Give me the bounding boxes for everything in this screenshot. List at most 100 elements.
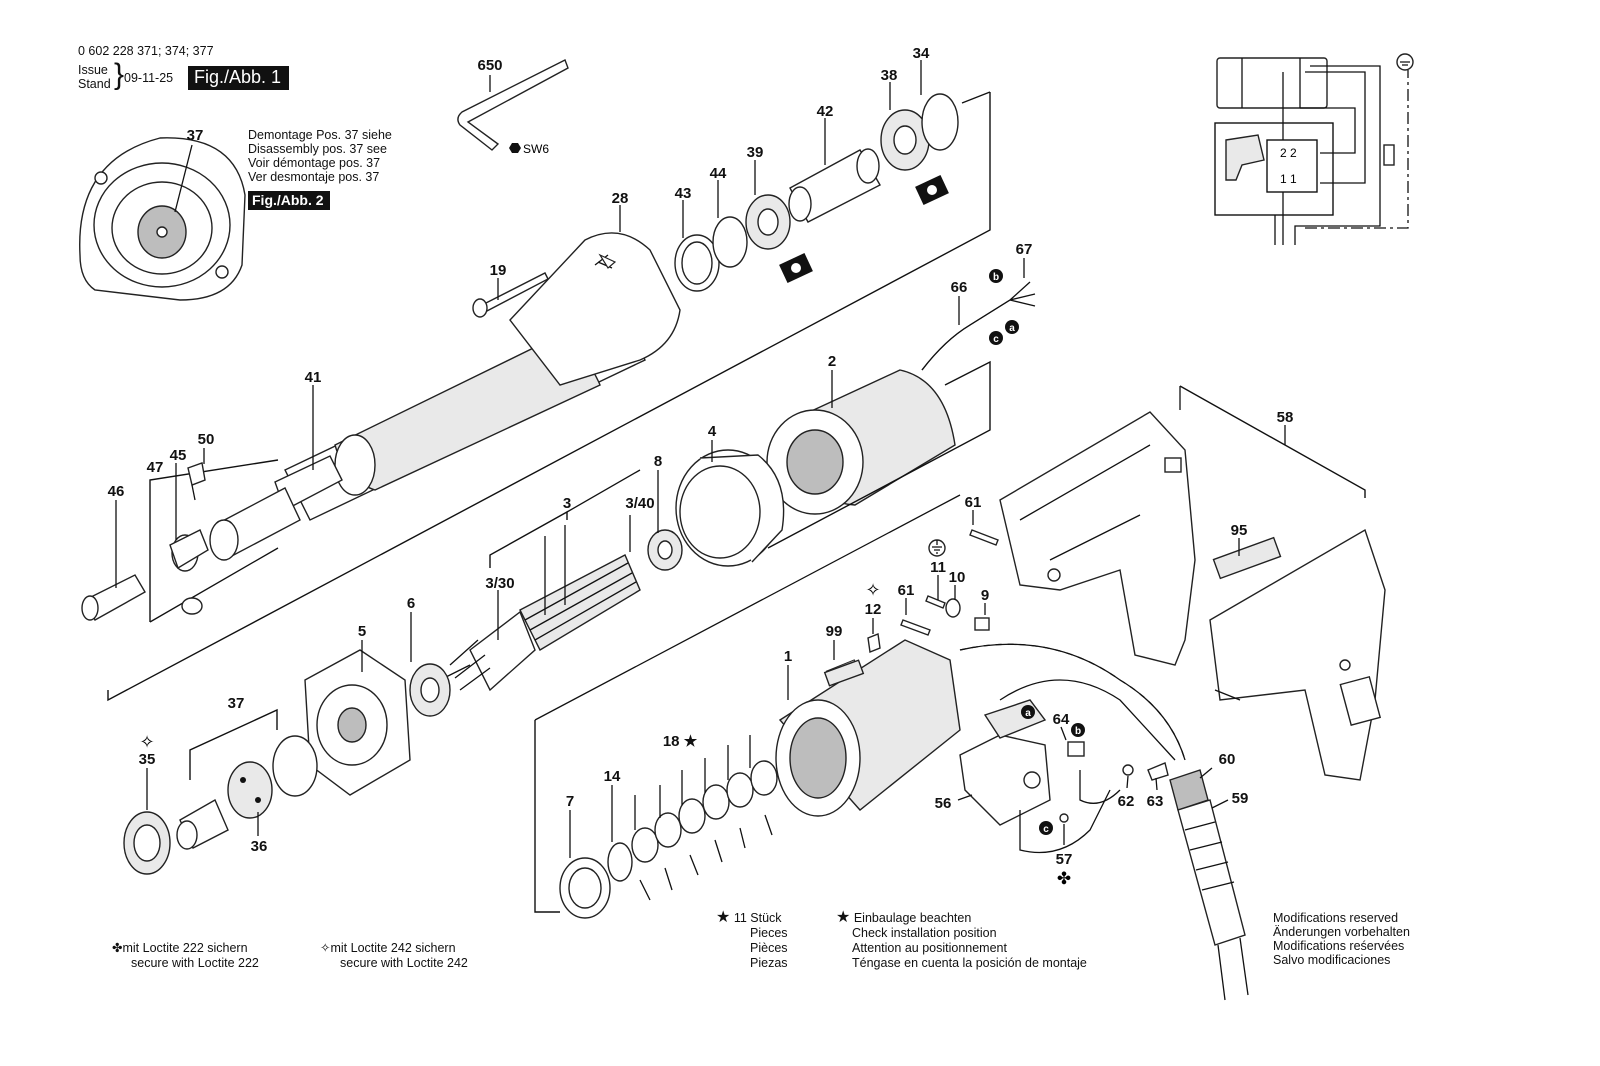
pieces-note: ★ 11 Stück: [716, 909, 782, 926]
cable-66-drawing: [921, 281, 1036, 371]
callout-44: 44: [710, 165, 727, 182]
bearing-39-drawing: [745, 194, 813, 283]
armature-bracket: [489, 510, 568, 568]
note-line-en: Disassembly pos. 37 see: [248, 142, 387, 156]
callout-18: 18 ★: [663, 733, 698, 750]
upper-assembly-frame: [107, 91, 991, 702]
callout-3-30: 3/30: [485, 575, 514, 592]
callout-6: 6: [407, 595, 415, 612]
issue-label: Issue: [78, 63, 108, 77]
position-line-en: Check installation position: [852, 926, 997, 940]
modifications-note: Modifications reserved Änderungen vorbeh…: [1273, 911, 1410, 967]
callout-64: 64: [1053, 711, 1070, 728]
callout-50: 50: [198, 431, 215, 448]
terminal-9-drawing: [974, 617, 990, 631]
bearing-38-drawing: [880, 109, 949, 205]
disassembly-note: Demontage Pos. 37 siehe Disassembly pos.…: [248, 128, 392, 184]
handle-cover-drawing: [1209, 528, 1386, 781]
wire-harness-drawing: [959, 643, 1186, 854]
wire-marker-b: b: [993, 272, 999, 283]
callout-61-top: 61: [965, 494, 982, 511]
switch-symbol: [1266, 139, 1318, 193]
motor-housing-1-drawing: [775, 639, 961, 817]
position-line-es: Téngase en cuenta la posición de montaje: [852, 956, 1087, 970]
loctite-222-mark-57: ✤: [1057, 869, 1071, 888]
position-line-fr: Attention au positionnement: [852, 941, 1007, 955]
callout-95: 95: [1231, 522, 1248, 539]
pieces-line-es: Piezas: [750, 956, 788, 970]
loctite-222-line-en: secure with Loctite 222: [131, 956, 259, 970]
wire-markers: b a c a b c: [989, 269, 1085, 835]
position-line-de: Einbaulage beachten: [853, 911, 972, 925]
callout-57: 57: [1056, 851, 1073, 868]
callout-46: 46: [108, 483, 125, 500]
pieces-line-en: Pieces: [750, 926, 788, 940]
callout-3-40: 3/40: [625, 495, 654, 512]
clamp-63-drawing: [1147, 762, 1169, 781]
callout-28: 28: [612, 190, 629, 207]
callout-66: 66: [951, 279, 968, 296]
callout-43: 43: [675, 185, 692, 202]
callout-67: 67: [1016, 241, 1033, 258]
callout-42: 42: [817, 103, 834, 120]
callout-34: 34: [913, 45, 930, 62]
callout-39: 39: [747, 144, 764, 161]
callout-11: 11: [930, 559, 946, 576]
callout-3: 3: [563, 495, 571, 512]
note-line-de: Demontage Pos. 37 siehe: [248, 128, 392, 142]
callout-35: 35: [139, 751, 156, 768]
callout-2: 2: [828, 353, 836, 370]
screw-61-drawing: [900, 529, 999, 636]
set-screw-50-drawing: [187, 462, 206, 501]
wiring-schematic: [1214, 53, 1414, 245]
callout-47: 47: [147, 459, 164, 476]
pieces-star: ★: [716, 909, 731, 926]
screw-19-drawing: [472, 272, 549, 318]
loctite-242-line-de: mit Loctite 242 sichern: [330, 941, 456, 955]
loctite-242-symbol: ✧: [320, 941, 331, 955]
handle-half-58-drawing: [999, 411, 1196, 666]
hex-wrench-drawing: [457, 59, 569, 153]
pieces-count: 11 Stück: [733, 911, 782, 925]
note-line-es: Ver desmontaje pos. 37: [248, 170, 380, 184]
switch-56-drawing: [959, 699, 1051, 826]
callout-8: 8: [654, 453, 662, 470]
callout-63: 63: [1147, 793, 1164, 810]
washer-47-drawing: [181, 597, 203, 615]
callout-99: 99: [826, 623, 843, 640]
wrench-size-label: SW6: [523, 142, 549, 156]
sleeve-4-drawing: [675, 449, 785, 567]
ring-34-drawing: [921, 93, 959, 151]
screw-12-drawing: [867, 633, 881, 653]
ring-14-drawing: [607, 842, 633, 882]
callout-4: 4: [708, 423, 717, 440]
terminal-row-2: 2 2: [1280, 146, 1297, 160]
loctite-242-line-en: secure with Loctite 242: [340, 956, 468, 970]
modifications-line-de: Änderungen vorbehalten: [1273, 925, 1410, 939]
position-note: ★ Einbaulage beachten: [836, 910, 972, 926]
armature-3-drawing: [439, 554, 641, 692]
screw-62-drawing: [1122, 764, 1134, 776]
modifications-line-es: Salvo modificaciones: [1273, 953, 1391, 967]
callout-60: 60: [1219, 751, 1236, 768]
screw-57-drawing: [1059, 813, 1069, 823]
pieces-line-fr: Pièces: [750, 941, 788, 955]
handle-frame: [1179, 385, 1366, 498]
figure-label: Fig./Abb. 1: [188, 66, 290, 90]
callout-38: 38: [881, 67, 898, 84]
note-line-fr: Voir démontage pos. 37: [248, 156, 381, 170]
loctite-242-mark-35: ✧: [139, 732, 154, 752]
label-95-drawing: [1212, 536, 1282, 580]
callout-labels: 37 650 SW6 34 38 42 39 44 43 28 19 67 66…: [108, 45, 1294, 888]
modifications-line-en: Modifications reserved: [1273, 911, 1399, 925]
wire-marker-a: a: [1009, 323, 1015, 334]
loctite-222-line-de: mit Loctite 222 sichern: [122, 941, 248, 955]
callout-650: 650: [477, 57, 502, 74]
issue-date: 09-11-25: [124, 71, 174, 85]
callout-41: 41: [305, 369, 322, 386]
modifications-line-fr: Modifications reśervées: [1273, 939, 1405, 953]
callout-19: 19: [490, 262, 507, 279]
figure-2-ref: Fig./Abb. 2: [248, 191, 330, 210]
loctite-222-note: ✤mit Loctite 222 sichern: [112, 941, 248, 955]
